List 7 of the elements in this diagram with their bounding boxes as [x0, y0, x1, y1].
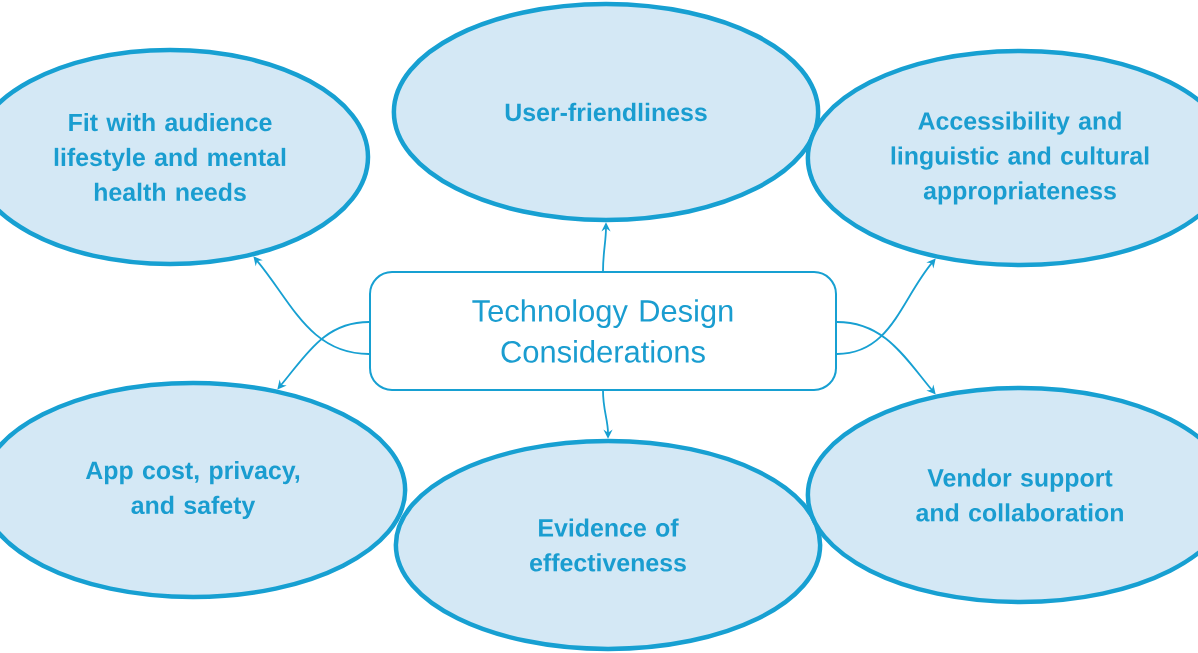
oval-node: Accessibility and linguistic and cultural appropriateness [805, 48, 1198, 268]
oval-node: Evidence of effectiveness [393, 438, 823, 652]
oval-node: App cost, privacy, and safety [0, 380, 408, 600]
oval-node: User-friendliness [391, 1, 821, 223]
arrow [253, 256, 370, 355]
oval-node: Vendor support and collaboration [805, 385, 1198, 605]
central-box: Technology Design Considerations [369, 271, 837, 391]
